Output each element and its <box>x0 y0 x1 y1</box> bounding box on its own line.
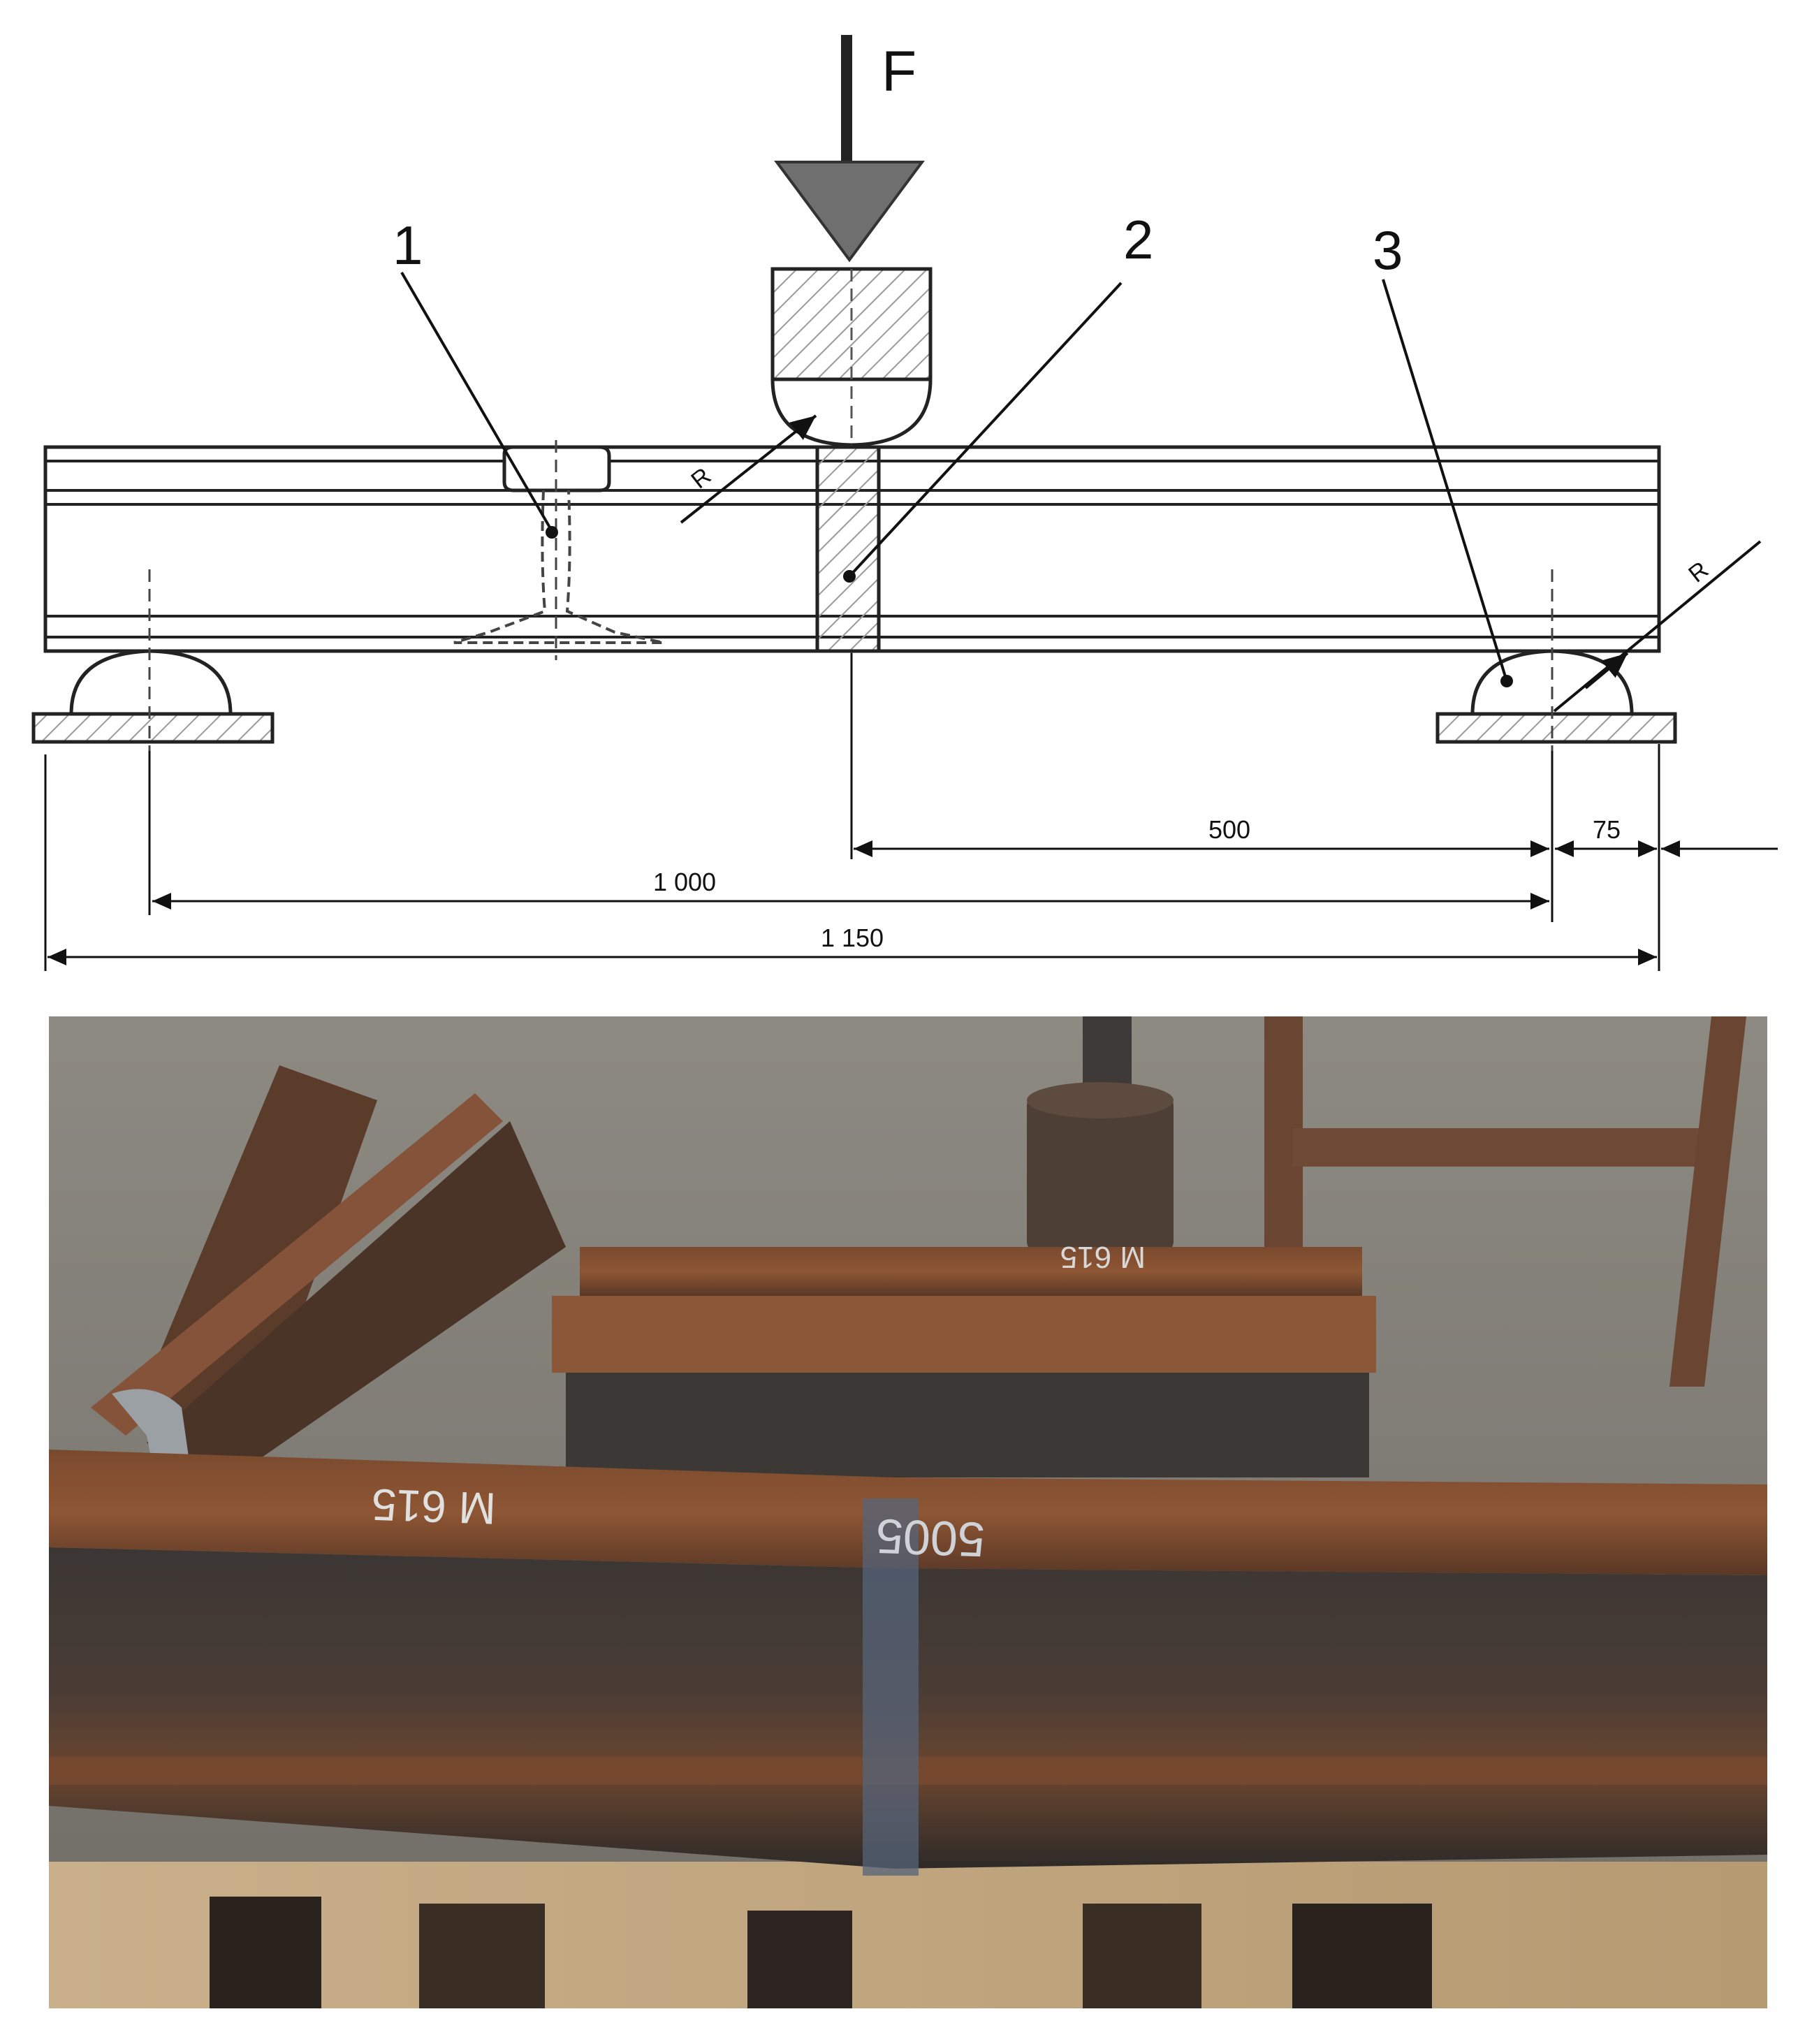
callout-leaders <box>400 271 1513 687</box>
callout-1: 1 <box>393 214 423 276</box>
weld-zone <box>815 445 881 653</box>
background-rails <box>91 1065 566 1509</box>
left-support <box>31 569 275 751</box>
callout-3: 3 <box>1373 219 1403 281</box>
tested-rail-photo: M 615 M 615 5005 <box>49 1016 1767 2008</box>
force-arrow <box>774 35 925 263</box>
bending-test-schematic: F <box>31 35 1778 971</box>
weld-seam <box>863 1498 919 1876</box>
dimension-lines <box>44 653 1778 971</box>
rail-cross-section <box>453 440 664 660</box>
dimension-1150: 1 150 <box>821 924 884 952</box>
press-cylinder <box>1027 1016 1174 1254</box>
weld-marking: 5005 <box>875 1509 986 1567</box>
dimension-1000: 1 000 <box>653 868 716 896</box>
rail-marking-2: M 615 <box>371 1480 497 1534</box>
right-support <box>1435 569 1677 751</box>
dimension-500: 500 <box>1208 815 1250 844</box>
main-tested-rail <box>49 1450 1767 1876</box>
force-label: F <box>882 40 916 103</box>
dimension-75: 75 <box>1593 815 1621 844</box>
callout-2: 2 <box>1123 209 1153 270</box>
middle-rail <box>552 1247 1376 1477</box>
rail-marking-1: M 615 <box>1060 1240 1146 1274</box>
wooden-pallet <box>49 1862 1767 2008</box>
radius-leaders <box>680 414 1762 713</box>
